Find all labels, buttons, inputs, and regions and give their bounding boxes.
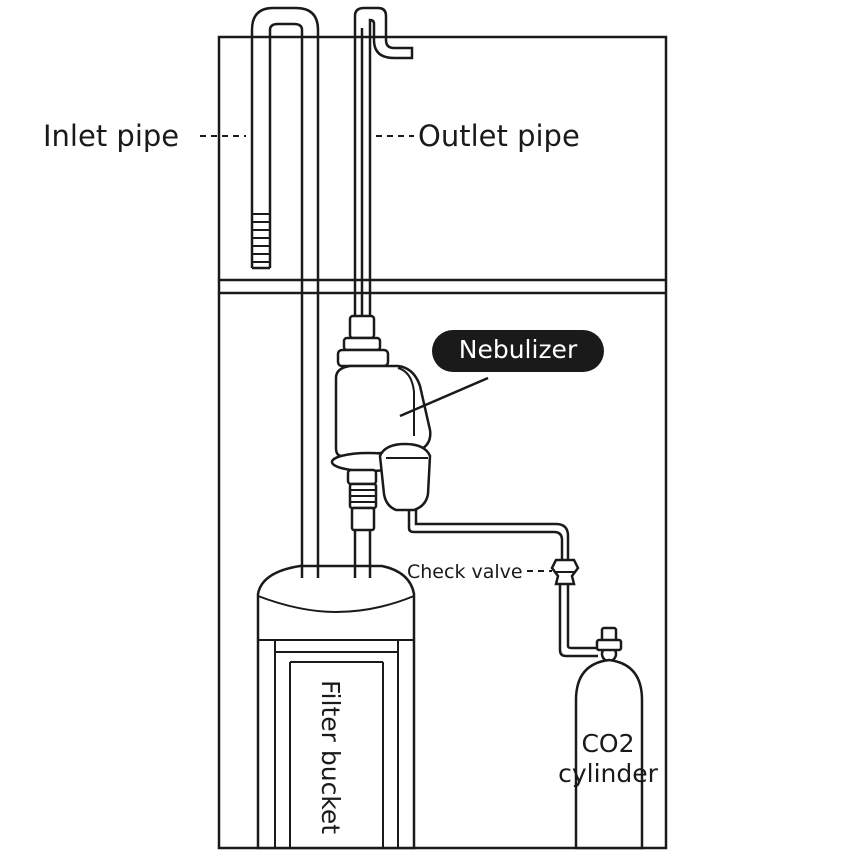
inlet-strainer [252,213,270,263]
check-valve-label: Check valve [407,561,523,583]
check-valve [550,558,580,586]
inlet-pipe-label: Inlet pipe [43,119,179,153]
co2-cylinder [574,626,644,850]
aquarium-tank [217,35,668,850]
co2-tubing [407,510,598,658]
nebulizer-device [330,314,432,578]
filter-bucket-label: Filter bucket [316,680,345,834]
nebulizer-badge [432,330,604,372]
outlet-pipe-label: Outlet pipe [418,119,580,153]
inlet-pipe [250,6,320,578]
nebulizer-label: Nebulizer [459,335,578,364]
outlet-pipe [353,6,414,318]
co2-label: CO2 [581,729,634,758]
filter-bucket [256,564,416,850]
leader-lines [200,135,552,572]
cylinder-label: cylinder [558,759,659,788]
